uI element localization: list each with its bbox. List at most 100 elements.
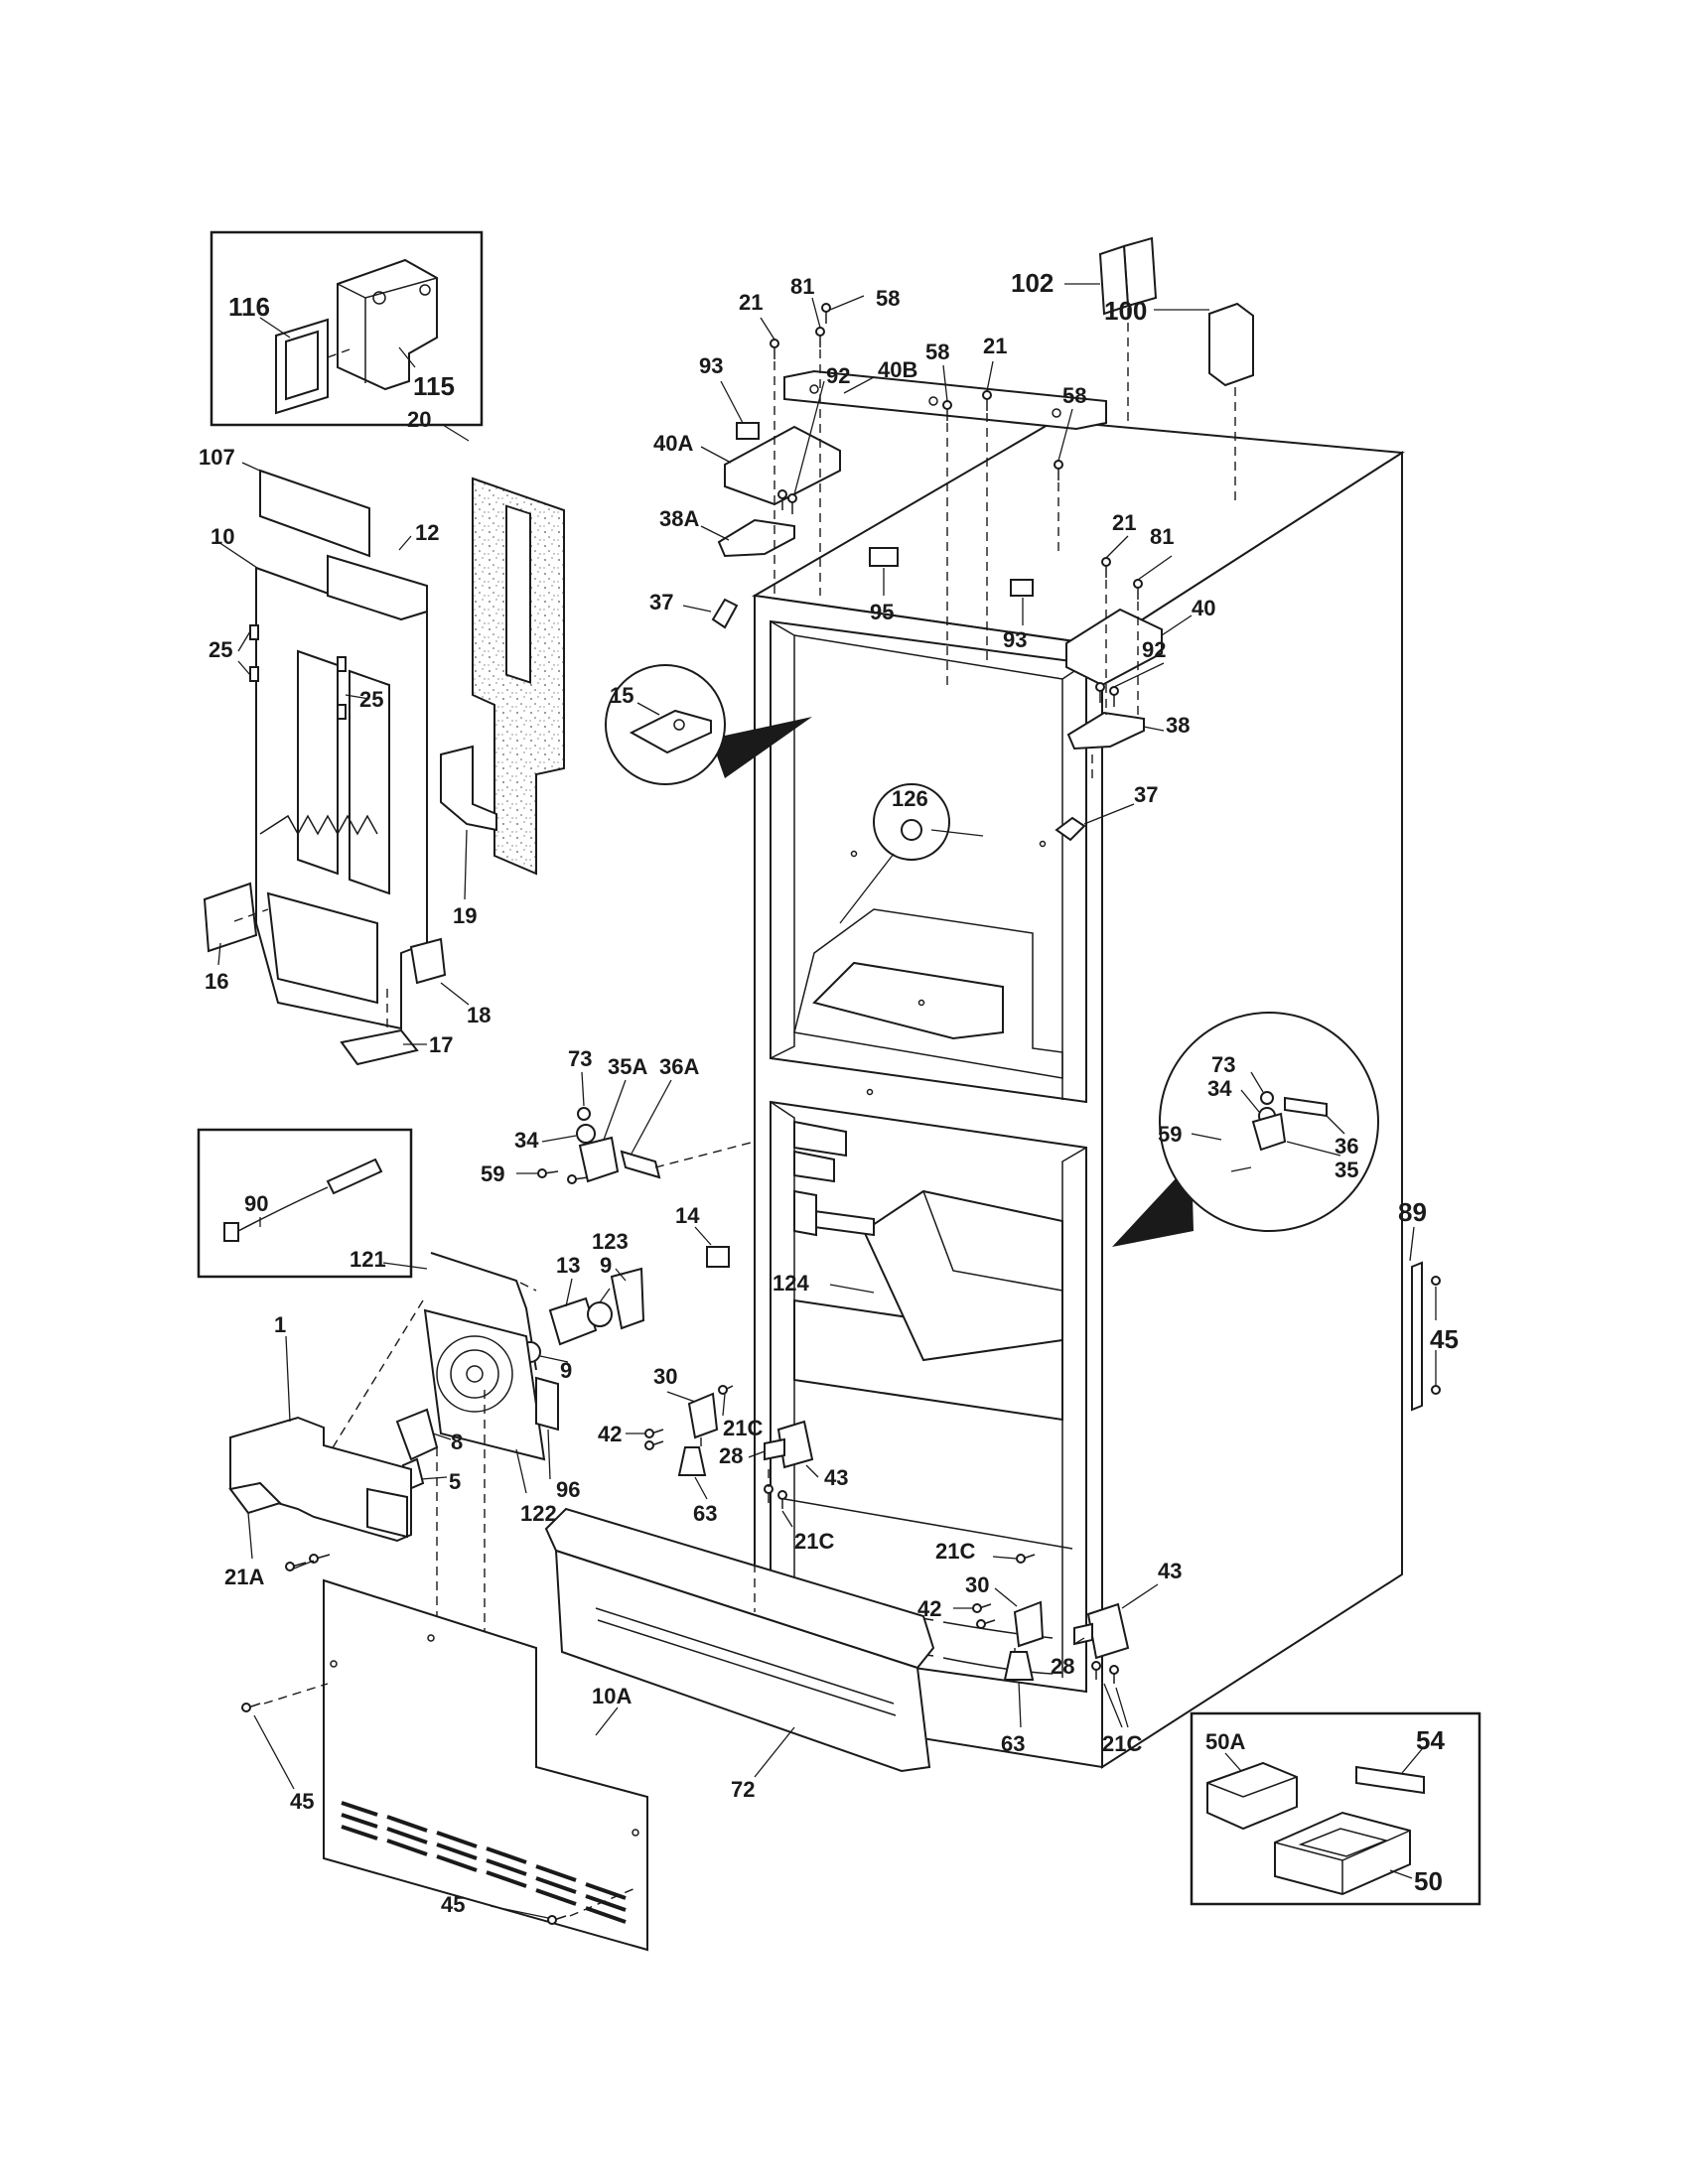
callout-50: 50 (1414, 1866, 1443, 1896)
inset-dispenser-cover: 116 115 (210, 230, 484, 427)
callout-14: 14 (675, 1203, 700, 1228)
callout-21-right: 21 (1112, 510, 1136, 535)
callout-8: 8 (451, 1430, 463, 1454)
callout-90: 90 (244, 1191, 268, 1216)
callout-21-top-mid: 21 (983, 334, 1007, 358)
callout-73-left: 73 (568, 1046, 592, 1071)
callout-123: 123 (592, 1229, 629, 1254)
callout-15: 15 (610, 683, 633, 708)
callout-18: 18 (467, 1003, 491, 1027)
callout-54: 54 (1416, 1725, 1445, 1755)
detail-center-hinge-right: 73 34 59 36 35 (1112, 1012, 1379, 1247)
callout-12: 12 (415, 520, 439, 545)
part-43-right-hinge (1086, 1602, 1130, 1660)
part-124-crisper (862, 1189, 1063, 1362)
part-116-gasket (275, 318, 329, 415)
callout-63-right: 63 (1001, 1731, 1025, 1756)
callout-21a: 21A (224, 1565, 264, 1589)
callout-92-right: 92 (1142, 637, 1166, 662)
callout-38a: 38A (659, 506, 699, 531)
callout-36: 36 (1335, 1134, 1358, 1159)
part-93-left (736, 422, 760, 440)
callout-35a: 35A (608, 1054, 647, 1079)
callout-122: 122 (520, 1501, 557, 1526)
callout-116: 116 (228, 292, 270, 322)
callout-45-left: 45 (290, 1789, 314, 1814)
callout-13: 13 (556, 1253, 580, 1278)
part-115-cover-housing (337, 258, 438, 391)
callout-100: 100 (1104, 296, 1147, 326)
callout-107: 107 (199, 445, 235, 470)
part-36a-bracket (620, 1150, 661, 1179)
evaporator-fan-assembly: 121 13 9 123 9 1 8 5 96 122 21A (224, 1229, 645, 1698)
callout-21c-b: 21C (794, 1529, 834, 1554)
callout-126: 126 (892, 786, 928, 811)
callout-28-left: 28 (719, 1443, 743, 1468)
center-hinge-left: 73 35A 36A 34 59 (481, 1046, 756, 1186)
callout-59-right: 59 (1158, 1122, 1182, 1147)
callout-5: 5 (449, 1469, 461, 1494)
part-38a-top-hinge-left (717, 518, 795, 558)
part-107-flap (259, 469, 370, 558)
part-96-bracket (535, 1376, 559, 1432)
part-50-control-box (1274, 1811, 1411, 1896)
part-73-left (577, 1107, 591, 1121)
callout-58-top-right: 58 (1062, 383, 1086, 408)
callout-21c-a: 21C (723, 1416, 763, 1440)
part-35-center-hinge-right (1251, 1112, 1287, 1152)
part-63-left-leveler (677, 1446, 707, 1476)
part-50a-control-cover (1206, 1761, 1298, 1831)
callout-72: 72 (731, 1777, 755, 1802)
lower-hinge-left: 30 42 21C 28 63 43 21C (598, 1364, 848, 1554)
part-102-hinge-bracket (1098, 236, 1158, 316)
part-9-grommet-upper (587, 1301, 613, 1327)
callout-102: 102 (1011, 268, 1054, 298)
callout-38: 38 (1166, 713, 1190, 738)
part-95 (869, 547, 899, 567)
part-122-fan-shroud (423, 1308, 546, 1461)
part-93-right (1010, 579, 1034, 597)
callout-121: 121 (350, 1247, 386, 1272)
callout-43-right: 43 (1158, 1559, 1182, 1583)
part-13-motor (548, 1297, 598, 1346)
part-37-left-plug (711, 598, 739, 629)
callout-10a: 10A (592, 1684, 632, 1708)
side-panel-89: 89 45 (1398, 1197, 1459, 1412)
callout-89: 89 (1398, 1197, 1427, 1227)
part-18 (409, 937, 447, 985)
callout-40b: 40B (878, 357, 917, 382)
part-28-left (764, 1437, 785, 1461)
callout-92-top: 92 (826, 363, 850, 388)
part-63-right-leveler (1003, 1651, 1035, 1681)
callout-81-top: 81 (790, 274, 814, 299)
part-15-light-lens (629, 709, 712, 754)
callout-37-right: 37 (1134, 782, 1158, 807)
cabinet (752, 419, 1405, 1769)
callout-9-upper: 9 (600, 1253, 612, 1278)
callout-30-right: 30 (965, 1572, 989, 1597)
callout-96: 96 (556, 1477, 580, 1502)
part-30-right-bracket (1013, 1600, 1045, 1648)
callout-43-left: 43 (824, 1465, 848, 1490)
callout-21c-c: 21C (935, 1539, 975, 1564)
part-25-clips (249, 624, 347, 720)
callout-115: 115 (413, 371, 455, 401)
part-8-fan-blade (395, 1408, 439, 1461)
detail-15: 15 (605, 664, 812, 785)
part-28-right (1073, 1622, 1093, 1646)
part-54-plate (1355, 1765, 1425, 1795)
callout-50a: 50A (1205, 1729, 1245, 1754)
callout-30-left: 30 (653, 1364, 677, 1389)
part-34-left (576, 1124, 596, 1144)
callout-25-right: 25 (359, 687, 383, 712)
part-40b-hinge-cover (783, 369, 1107, 431)
part-10a-access-panel: 45 45 10A (241, 1578, 648, 1952)
callout-34-right: 34 (1207, 1076, 1232, 1101)
callout-45-side: 45 (1430, 1324, 1459, 1354)
callout-45-bottom: 45 (441, 1892, 465, 1917)
callout-20: 20 (407, 407, 431, 432)
callout-21c-d: 21C (1102, 1731, 1142, 1756)
detail-126: 126 (839, 783, 984, 924)
callout-40: 40 (1192, 596, 1215, 620)
